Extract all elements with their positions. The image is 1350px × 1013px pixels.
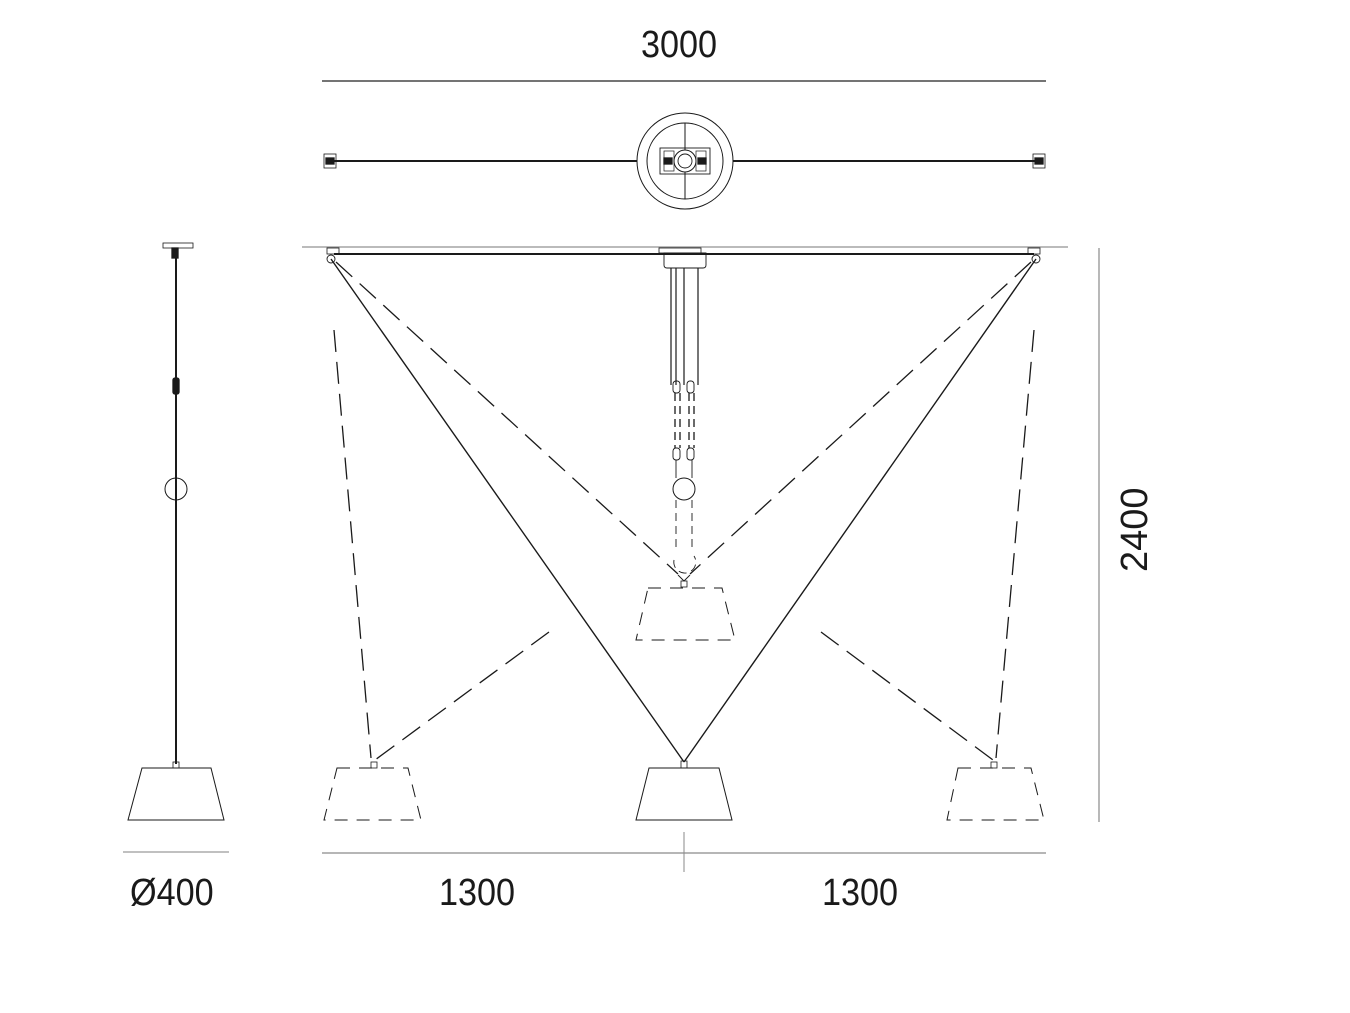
front-view: [302, 246, 1068, 821]
counterweight: [672, 477, 696, 501]
shade-left-dashed: [323, 767, 422, 821]
shade-center: [635, 767, 733, 821]
top-view: [323, 112, 1046, 210]
dimension-left-span: 1300: [439, 872, 516, 914]
ceiling-rose-outer: [636, 112, 734, 210]
dimension-shade-diameter: Ø400: [130, 872, 214, 914]
dimension-right-span: 1300: [822, 872, 899, 914]
anchor-right-icon: [1032, 153, 1046, 169]
anchor-left-icon: [323, 153, 337, 169]
shade-side: [127, 767, 225, 821]
dimension-total-width: 3000: [641, 24, 718, 66]
shade-raised-dashed: [635, 587, 736, 641]
shade-right-dashed: [946, 767, 1045, 821]
dimension-height: 2400: [1114, 487, 1156, 572]
side-view: [127, 242, 225, 821]
